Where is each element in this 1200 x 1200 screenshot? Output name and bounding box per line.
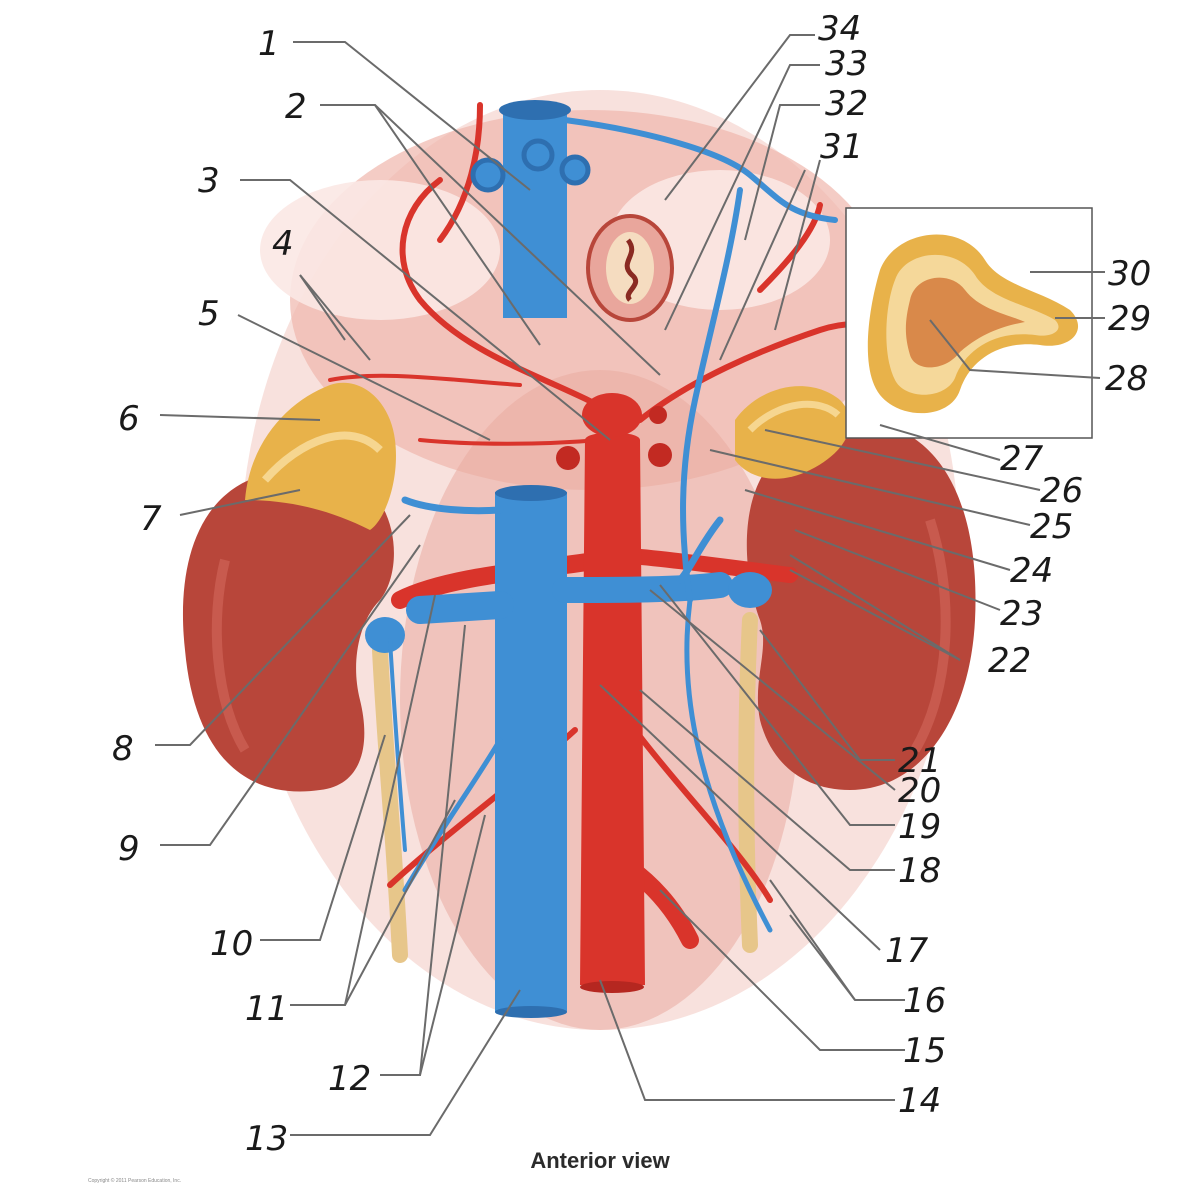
label-12: 12 — [328, 1059, 371, 1099]
label-31: 31 — [820, 127, 863, 167]
label-32: 32 — [825, 84, 868, 124]
label-2: 2 — [285, 87, 307, 127]
label-1: 1 — [258, 24, 280, 64]
label-18: 18 — [898, 851, 941, 891]
ivc-thoracic-segment — [470, 100, 591, 318]
label-22: 22 — [988, 641, 1031, 681]
label-26: 26 — [1040, 471, 1083, 511]
label-34: 34 — [818, 9, 861, 49]
kidney-left-shape — [182, 469, 394, 792]
adrenal-right-shape — [735, 386, 850, 479]
label-33: 33 — [825, 44, 868, 84]
aorta-shape — [556, 393, 672, 993]
label-4: 4 — [272, 224, 294, 264]
label-10: 10 — [210, 924, 253, 964]
label-6: 6 — [118, 399, 140, 439]
label-28: 28 — [1105, 359, 1148, 399]
label-8: 8 — [112, 729, 134, 769]
label-16: 16 — [903, 981, 946, 1021]
label-3: 3 — [198, 161, 220, 201]
label-21: 21 — [898, 741, 941, 781]
label-5: 5 — [198, 294, 220, 334]
number-labels: 1 2 3 4 5 6 7 8 9 10 11 12 13 14 15 16 1… — [112, 9, 1151, 1159]
figure-caption: Anterior view — [530, 1148, 670, 1173]
label-25: 25 — [1030, 507, 1073, 547]
esophagus-section-shape — [586, 214, 674, 322]
kidney-right-shape — [746, 420, 976, 790]
label-7: 7 — [140, 499, 162, 539]
label-17: 17 — [885, 931, 929, 971]
label-13: 13 — [245, 1119, 288, 1159]
adrenal-cross-section-inset — [845, 207, 1093, 439]
label-27: 27 — [1000, 439, 1044, 479]
label-19: 19 — [898, 807, 941, 847]
inferior-vena-cava-shape — [365, 485, 772, 1018]
label-24: 24 — [1010, 551, 1053, 591]
label-14: 14 — [898, 1081, 941, 1121]
label-29: 29 — [1108, 299, 1151, 339]
copyright-line: Copyright © 2011 Pearson Education, Inc. — [88, 1178, 182, 1184]
label-9: 9 — [118, 829, 140, 869]
label-20: 20 — [898, 771, 941, 811]
label-15: 15 — [903, 1031, 946, 1071]
label-23: 23 — [1000, 594, 1043, 634]
leader-lines — [155, 34, 1105, 1136]
label-30: 30 — [1108, 254, 1151, 294]
label-11: 11 — [245, 989, 288, 1029]
